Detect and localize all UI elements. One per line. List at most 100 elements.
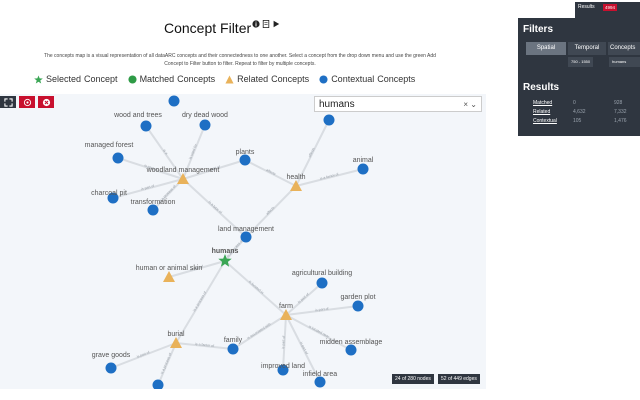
tab-concepts[interactable]: Concepts (608, 42, 640, 55)
node-plants[interactable] (239, 154, 251, 166)
edge-counter: 52 of 449 edges (438, 374, 480, 384)
temporal-chip[interactable]: 750 - 1550 (568, 57, 594, 67)
star-icon (34, 74, 43, 84)
node-ma[interactable] (345, 344, 357, 356)
node-label-plants: plants (236, 149, 255, 156)
concept-chip[interactable]: humans (609, 57, 640, 67)
node-srch[interactable] (323, 114, 335, 126)
edge-gg-burial (110, 342, 177, 369)
expand-icon (3, 97, 13, 107)
node-farm[interactable] (280, 309, 292, 320)
node-label-lm: land management (218, 226, 274, 233)
edge-ab-farm (285, 282, 323, 316)
edge-label-plants-woodland: is part of (207, 165, 221, 173)
node-woodland[interactable] (177, 173, 189, 184)
node-mf[interactable] (112, 152, 124, 164)
node-label-humans: humans (212, 248, 239, 255)
results-related-a: 4,632 (573, 109, 586, 115)
node-bot[interactable] (152, 379, 164, 390)
edge-label-lm-health: affects (265, 206, 275, 216)
node-animal[interactable] (357, 163, 369, 175)
node-gp[interactable] (352, 300, 364, 312)
node-label-wat: wood and trees (113, 112, 162, 119)
legend-matched-rest: Concepts (177, 74, 216, 84)
edge-lm-health (245, 185, 297, 238)
edge-burial-bot (157, 342, 177, 386)
node-gg[interactable] (105, 362, 117, 374)
node-cp[interactable] (107, 192, 119, 204)
node-lm[interactable] (240, 231, 252, 243)
legend-contextual-rest: Concepts (377, 74, 416, 84)
results-contextual-b: 1,476 (614, 118, 627, 124)
node-label-cp: charcoal pit (91, 190, 127, 197)
node-health[interactable] (290, 180, 302, 191)
legend-related-word: Related (237, 74, 269, 84)
tab-temporal[interactable]: Temporal (568, 42, 606, 55)
info-icon[interactable] (252, 20, 260, 28)
filter-panel (518, 18, 640, 136)
circle-icon (128, 74, 137, 84)
tab-spatial[interactable]: Spatial (526, 42, 566, 55)
legend-contextual-word: Contextual (331, 74, 375, 84)
results-contextual-a: 105 (573, 118, 582, 124)
node-ab[interactable] (316, 277, 328, 289)
node-label-farm: farm (279, 303, 293, 310)
results-matched-a: 0 (573, 100, 576, 106)
document-icon[interactable] (262, 20, 270, 28)
edge-animal-health (295, 168, 364, 187)
node-label-ab: agricultural building (292, 270, 352, 277)
node-label-mf: managed forest (85, 142, 134, 149)
node-humans[interactable] (218, 254, 232, 267)
legend-matched-word: Matched (139, 74, 175, 84)
concept-search-input[interactable]: humans × ⌄ (314, 96, 482, 112)
fullscreen-button[interactable] (0, 96, 16, 108)
circle-icon (319, 74, 328, 84)
results-contextual-link[interactable]: Contextual (533, 118, 557, 124)
reset-view-button[interactable] (19, 96, 35, 108)
node-wat[interactable] (140, 120, 152, 132)
description: The concepts map is a visual representat… (44, 53, 436, 67)
play-icon[interactable] (272, 20, 280, 28)
search-controls: × ⌄ (463, 97, 477, 113)
clear-icon[interactable]: × (463, 100, 469, 109)
edge-ddw-woodland (182, 124, 206, 180)
tab-results[interactable]: Results (578, 4, 595, 10)
node-burial[interactable] (170, 337, 182, 348)
node-label-health: health (286, 174, 305, 181)
edge-humans-farm (224, 260, 287, 316)
node-trans[interactable] (147, 204, 159, 216)
results-related-b: 7,332 (614, 109, 627, 115)
edge-fam-farm (232, 314, 287, 350)
node-fam[interactable] (227, 343, 239, 355)
edge-label-ma-farm: is located near (308, 324, 331, 339)
node-label-animal: animal (353, 157, 374, 164)
node-top[interactable] (168, 95, 180, 107)
edge-label-mf-woodland: is part of (144, 164, 158, 172)
edge-label-ddw-woodland: is used for (188, 143, 198, 160)
results-matched-link[interactable]: Matched (533, 100, 553, 106)
node-hoa[interactable] (163, 271, 175, 282)
edge-label-ia-farm: is part of (299, 341, 309, 355)
node-label-ia: infield area (303, 371, 337, 378)
node-ia[interactable] (314, 376, 326, 388)
results-related-link[interactable]: Related (533, 109, 551, 115)
edge-gp-farm (285, 305, 359, 316)
edge-lm-woodland (182, 178, 247, 238)
node-label-gp: garden plot (340, 294, 375, 301)
target-icon (23, 98, 31, 106)
edge-plants-health (244, 159, 297, 187)
clear-button[interactable] (38, 96, 54, 108)
results-title: Results (523, 82, 560, 93)
node-label-trans: transformation (131, 199, 176, 206)
node-ddw[interactable] (199, 119, 211, 131)
legend-matched: Matched Concepts (128, 74, 216, 84)
results-count-badge: 4994 (603, 4, 618, 11)
node-il[interactable] (277, 364, 289, 376)
edge-cp-woodland (112, 178, 184, 199)
edge-label-plants-health: affects (265, 168, 276, 176)
node-counter: 24 of 280 nodes (392, 374, 434, 384)
node-label-woodland: woodland management (146, 167, 220, 174)
chevron-down-icon[interactable]: ⌄ (470, 100, 477, 109)
